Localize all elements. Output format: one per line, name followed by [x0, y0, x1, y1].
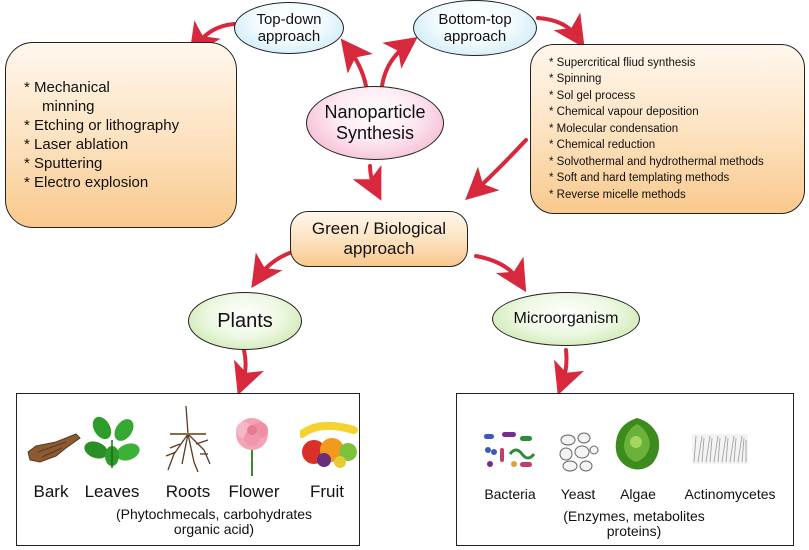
- source-label-bacteria: Bacteria: [484, 486, 536, 502]
- arrow-nano-to-topdown: [340, 38, 373, 88]
- arrow-bottomtop-to-list: [536, 12, 585, 48]
- list-item: * Reverse micelle methods: [549, 188, 686, 201]
- list-item: * Sputtering: [24, 155, 103, 172]
- list-item: * Soft and hard templating methods: [549, 172, 730, 185]
- source-label-bark: Bark: [33, 482, 69, 501]
- source-label-yeast: Yeast: [560, 486, 596, 502]
- microbe-compounds-note: (Enzymes, metabolites proteins): [563, 508, 705, 539]
- arrow-micro-to-box: [554, 348, 585, 396]
- top-down-approach-label: Top-down approach: [256, 10, 322, 45]
- list-item: * Spinning: [549, 73, 602, 86]
- plant-compounds-note: (Phytochmecals, carbohydrates organic ac…: [115, 506, 313, 537]
- bark-image: [27, 433, 81, 463]
- nanoparticle-synthesis-label: Nanoparticle Synthesis: [324, 102, 426, 143]
- roots-image: [165, 405, 211, 473]
- arrow-nano-to-bottomtop: [380, 36, 418, 88]
- yeast-image: [559, 432, 599, 472]
- bottom-top-approach-node: Bottom-top approach: [413, 0, 537, 56]
- leaves-image: [84, 416, 140, 468]
- list-item: * Chemical reduction: [549, 139, 656, 152]
- actinomycetes-image: [692, 434, 748, 464]
- fruit-image: [300, 421, 358, 468]
- source-label-leaves: Leaves: [84, 482, 140, 501]
- list-item: * Molecular condensation: [549, 122, 679, 135]
- list-item: * Solvothermal and hydrothermal methods: [549, 155, 764, 168]
- list-item: * Sol gel process: [549, 89, 636, 102]
- list-item: * Etching or lithography: [24, 117, 180, 134]
- plants-node: Plants: [188, 292, 302, 350]
- source-label-flower: Flower: [228, 482, 280, 501]
- top-down-approach-node: Top-down approach: [234, 2, 344, 54]
- bacteria-image: [484, 432, 536, 467]
- plant-sources-box: [16, 393, 360, 546]
- microorganism-node: Microorganism: [492, 292, 640, 346]
- flower-image: [236, 418, 268, 476]
- nanoparticle-synthesis-node: Nanoparticle Synthesis: [306, 86, 444, 160]
- green-biological-approach-label: Green / Biological approach: [311, 219, 447, 258]
- list-item: * Laser ablation: [24, 136, 129, 153]
- list-item: * Chemical vapour deposition: [549, 106, 699, 119]
- bottom-top-methods-box: * Supercritical fliud synthesis * Spinni…: [530, 44, 805, 214]
- microorganism-label: Microorganism: [513, 309, 619, 327]
- source-label-algae: Algae: [620, 486, 656, 502]
- list-item: * Electro explosion: [24, 174, 149, 191]
- microbe-sources-box: [456, 393, 794, 546]
- source-label-roots: Roots: [165, 482, 211, 501]
- green-biological-approach-node: Green / Biological approach: [290, 211, 468, 267]
- arrow-green-to-plants: [251, 250, 294, 288]
- plants-label: Plants: [217, 309, 273, 332]
- bottom-top-approach-label: Bottom-top approach: [438, 10, 512, 45]
- arrow-plants-to-box: [234, 348, 264, 396]
- arrow-nano-to-green: [352, 164, 382, 201]
- list-item: * Supercritical fliud synthesis: [549, 56, 696, 69]
- source-label-fruit: Fruit: [310, 482, 344, 501]
- bottom-top-methods-list: * Supercritical fliud synthesis * Spinni…: [549, 55, 764, 204]
- arrow-green-to-microorganism: [474, 254, 527, 293]
- algae-image: [615, 418, 660, 470]
- arrow-bottomlist-to-green: [465, 138, 528, 201]
- source-label-actinomycetes: Actinomycetes: [684, 486, 776, 502]
